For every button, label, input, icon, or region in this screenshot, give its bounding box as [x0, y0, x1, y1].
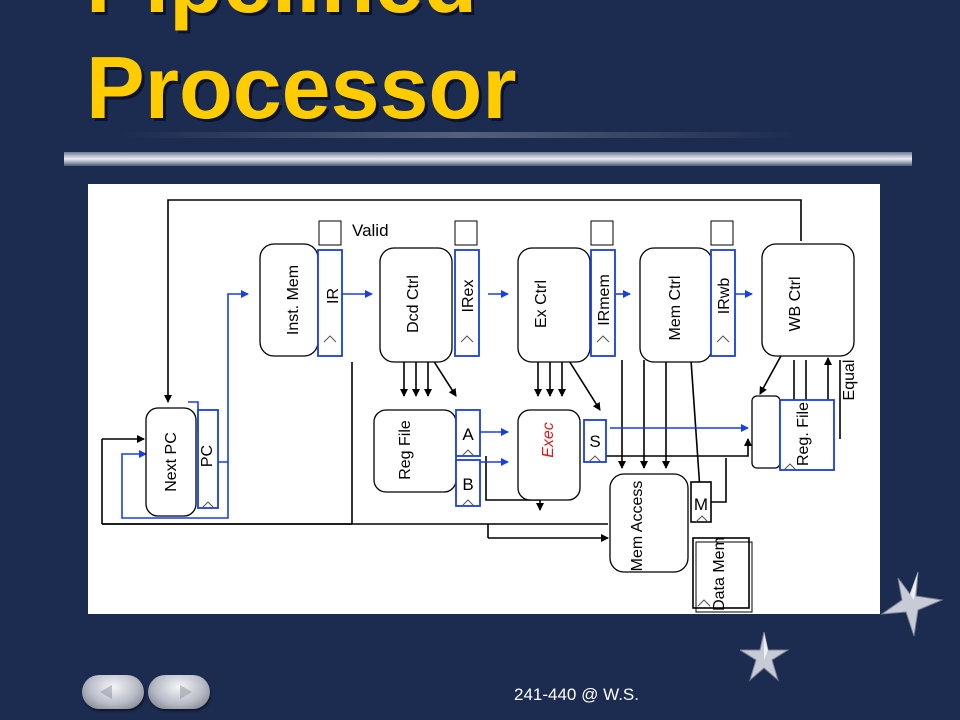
m-register [690, 481, 712, 523]
irex-label: IRex [460, 280, 477, 313]
wb-ctrl-block [761, 243, 855, 357]
title-line-1: Pipelined [86, 0, 477, 26]
irmem-register [590, 249, 616, 357]
s-register [583, 419, 607, 463]
reg-file-wb-label: Reg. File [795, 402, 812, 466]
mem-access-block [609, 473, 689, 573]
control-wires [101, 199, 841, 542]
prev-arrow-icon [100, 685, 112, 699]
irex-register [454, 249, 480, 357]
a-register [455, 409, 481, 457]
irmem-label: IRmem [596, 274, 613, 326]
next-pc-label: Next PC [163, 432, 180, 492]
b-register [455, 459, 481, 507]
a-label: A [462, 425, 474, 444]
next-pc-block [145, 407, 197, 517]
m-label: M [694, 495, 708, 514]
data-mem-block [692, 537, 750, 609]
wb-mux-block [751, 395, 781, 469]
equal-label: Equal [841, 360, 858, 401]
irwb-register [710, 249, 736, 357]
data-mem-outline [695, 541, 753, 613]
exec-block [517, 409, 581, 501]
valid-label: Valid [352, 221, 389, 240]
reg-file-wb-block [779, 399, 835, 471]
data-mem-label: Data Mem [711, 537, 728, 611]
s-label: S [589, 432, 600, 451]
title-underline-shadow [120, 132, 800, 138]
next-slide-button[interactable] [148, 675, 210, 709]
star-icon [740, 632, 790, 682]
mem-ctrl-label: Mem Ctrl [667, 276, 684, 341]
inst-mem-label: Inst. Mem [285, 265, 302, 335]
irwb-label: IRwb [716, 278, 733, 315]
ir-register [317, 249, 343, 357]
valid-bits [318, 220, 734, 246]
next-arrow-icon [180, 685, 192, 699]
dcd-ctrl-label: Dcd Ctrl [405, 275, 422, 333]
dcd-ctrl-block [379, 247, 453, 363]
clock-marks [201, 335, 797, 607]
pipeline-diagram: Valid [88, 184, 880, 614]
wb-ctrl-label: WB Ctrl [787, 276, 804, 331]
mem-access-label: Mem Access [629, 481, 646, 572]
title-underline [64, 152, 912, 166]
ir-label: IR [325, 288, 342, 304]
footer-text: 241-440 @ W.S. [514, 685, 639, 704]
b-label: B [462, 475, 473, 494]
ex-ctrl-label: Ex Ctrl [533, 280, 550, 328]
previous-slide-button[interactable] [82, 675, 144, 709]
title-line-2: Processor [86, 38, 517, 137]
pc-label: PC [199, 445, 216, 467]
star-icon [880, 571, 944, 637]
ex-ctrl-block [517, 247, 591, 363]
pc-register [197, 409, 219, 509]
reg-file-label: Reg File [397, 420, 414, 480]
reg-file-block [373, 409, 457, 493]
exec-label: Exec [540, 422, 557, 458]
